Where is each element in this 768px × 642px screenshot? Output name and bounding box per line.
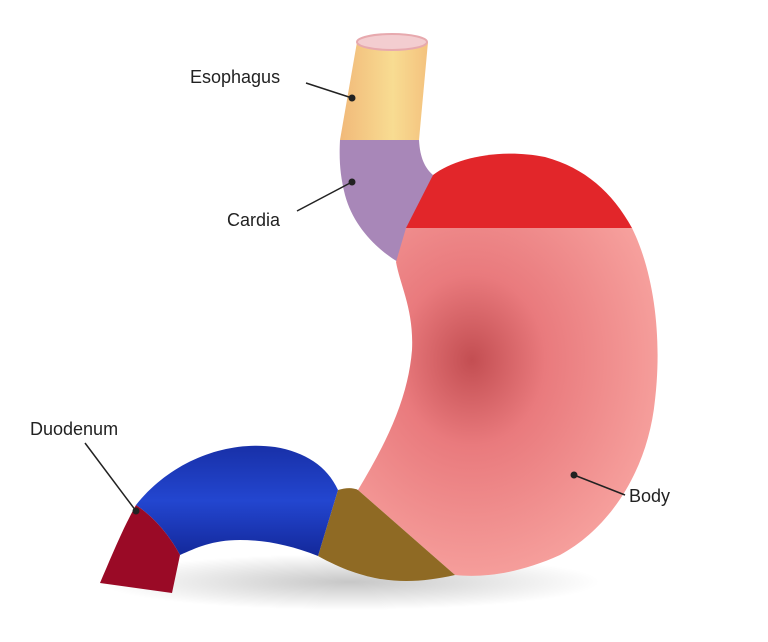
esophagus-leader-dot [348,94,356,102]
duodenum-label: Duodenum [30,419,119,439]
duodenum-leader-line [84,442,137,512]
body-label: Body [629,486,671,506]
esophagus-region [340,42,428,140]
esophagus-label: Esophagus [190,67,281,87]
cardia-leader-dot [348,178,356,186]
pylorus-region [318,488,455,582]
duodenum-region [100,505,180,593]
cardia-leader-line [296,181,353,212]
fundus-region [406,153,632,228]
duodenum-leader-dot [132,507,140,515]
body-region [358,228,658,576]
esophagus-leader-line [305,82,353,99]
intestine-region [136,445,338,556]
esophagus-opening [356,33,428,51]
body-leader-dot [570,471,578,479]
body-leader-line [573,474,626,496]
cardia-label: Cardia [227,210,281,230]
